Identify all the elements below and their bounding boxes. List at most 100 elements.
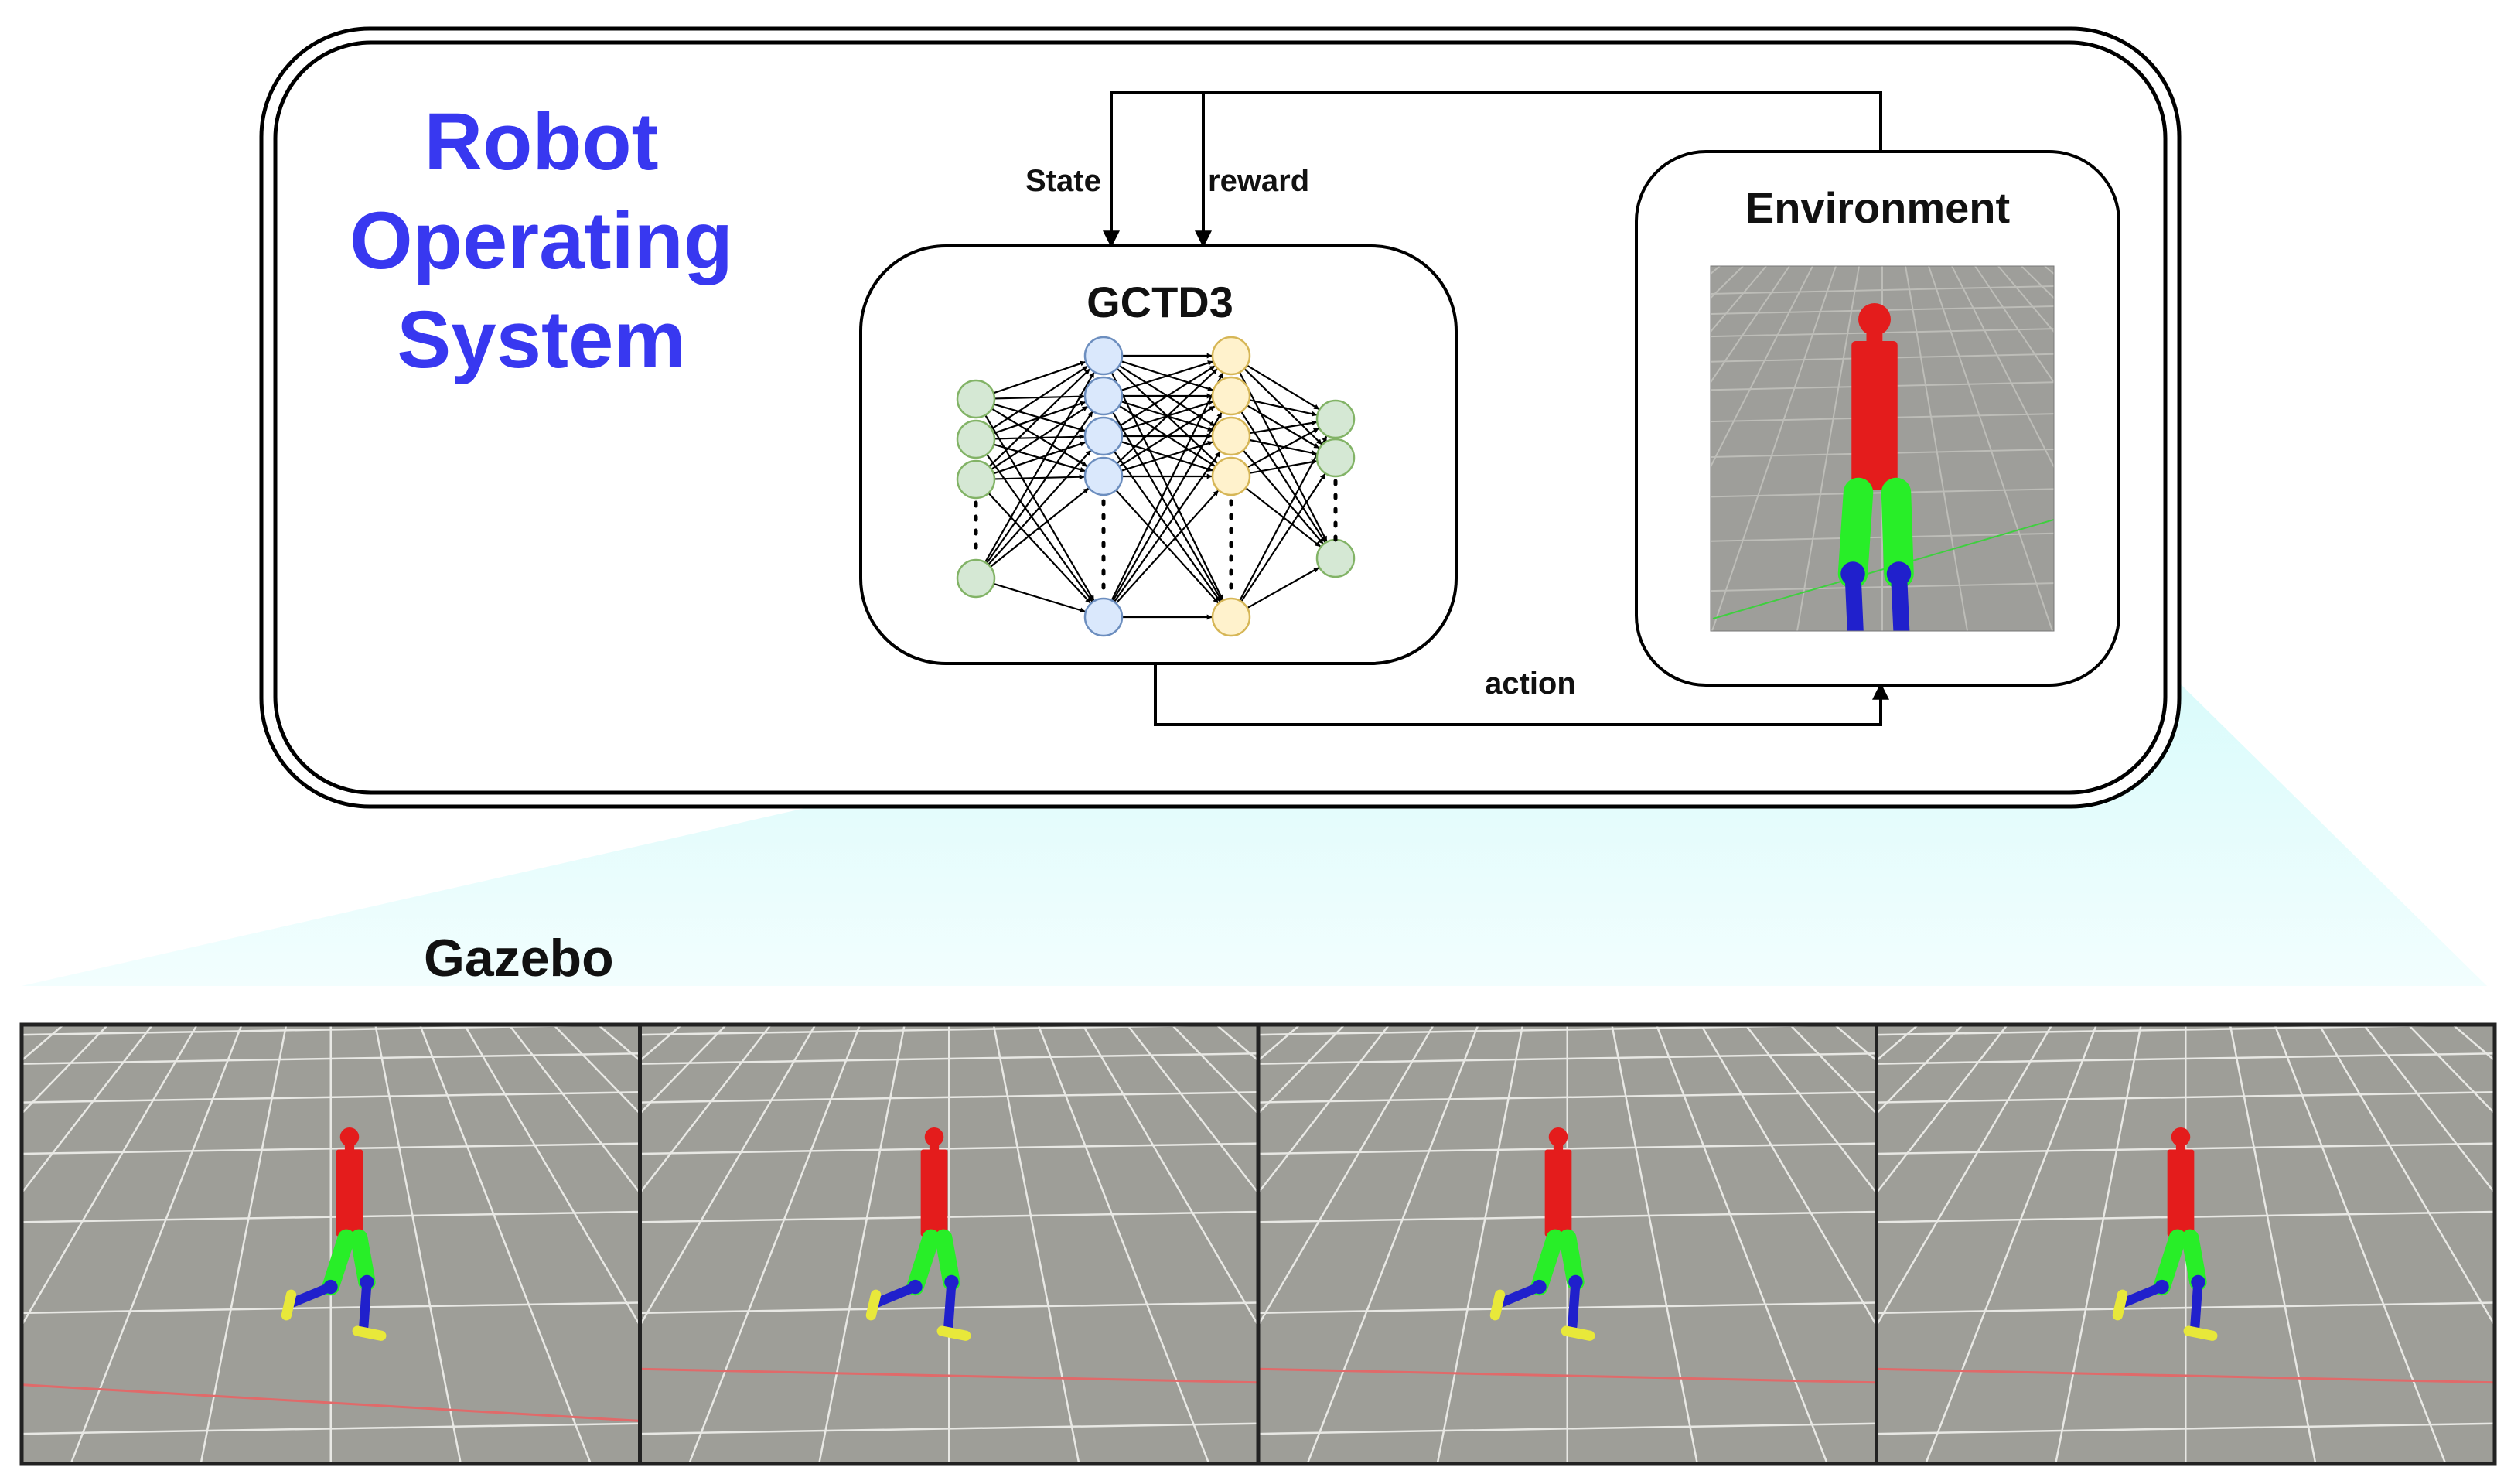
- robot-leg: [281, 1229, 356, 1321]
- robot-foot: [865, 1289, 882, 1321]
- network-node: [1211, 597, 1251, 637]
- network-edge: [985, 411, 1093, 564]
- robot-foot: [1561, 1325, 1595, 1341]
- grid-line: [1876, 1301, 2495, 1315]
- network-edge: [1246, 364, 1320, 410]
- robot-model: [1489, 1127, 1595, 1341]
- grid-line: [687, 1025, 861, 1464]
- robot-shin: [359, 1277, 372, 1332]
- grid-line: [6, 1002, 656, 1013]
- grid-line: [1711, 266, 1790, 384]
- grid-line: [1876, 1052, 2495, 1065]
- grid-line: [1214, 1025, 1258, 1063]
- robot-leg: [2182, 1229, 2218, 1341]
- robot-thigh: [350, 1229, 376, 1291]
- robot-thigh: [935, 1229, 960, 1291]
- grid-line: [1243, 1002, 1892, 1013]
- grid-line: [22, 1142, 640, 1155]
- network-node: [1211, 336, 1251, 376]
- network-edge: [988, 492, 1091, 604]
- grid-line: [640, 1422, 1258, 1435]
- robot-foot: [2112, 1289, 2128, 1321]
- ros-title-line: System: [397, 295, 686, 385]
- robot-model: [1837, 303, 1914, 631]
- gazebo-frame: [6, 1002, 656, 1466]
- grid-line: [1711, 532, 2054, 542]
- robot-shin: [1844, 565, 1864, 631]
- grid-line: [1711, 266, 1813, 469]
- grid-line: [1258, 1025, 1390, 1195]
- network-edge: [1247, 567, 1319, 609]
- grid-line: [640, 1025, 684, 1063]
- robot-foot: [936, 1325, 971, 1341]
- robot-leg: [350, 1229, 387, 1341]
- network-edge: [1118, 405, 1216, 468]
- grid-line: [1833, 1025, 1877, 1063]
- gazebo-scene: [1243, 1002, 1892, 1464]
- robot-torso: [1851, 341, 1898, 490]
- robot-model: [2112, 1127, 2218, 1341]
- robot-foot: [1489, 1289, 1506, 1321]
- ros-title: Robot Operating System: [275, 93, 808, 390]
- grid-line: [22, 1025, 199, 1328]
- robot-thigh: [322, 1229, 356, 1296]
- x-axis-line: [22, 1383, 640, 1422]
- grid-line: [1861, 1002, 2504, 1013]
- network-edge: [1249, 399, 1318, 417]
- grid-line: [22, 1090, 640, 1104]
- network-edge: [1115, 490, 1220, 604]
- gazebo-scene: [6, 1002, 656, 1464]
- robot-model: [281, 1127, 387, 1341]
- gazebo-frame: [1861, 1002, 2504, 1466]
- network-node: [956, 379, 996, 419]
- grid-line: [1306, 1025, 1479, 1464]
- grid-line: [640, 1025, 773, 1195]
- frame-border: [1875, 1022, 2497, 1466]
- robot-knee: [2154, 1279, 2169, 1295]
- robot-knee: [1840, 561, 1865, 586]
- network-edge: [1110, 372, 1224, 601]
- robot-shin: [943, 1277, 957, 1332]
- x-axis-line: [1876, 1367, 2495, 1384]
- network-edge: [993, 441, 1086, 475]
- network-edge: [990, 487, 1090, 568]
- network-node: [1083, 416, 1124, 456]
- network-edge: [1247, 404, 1320, 449]
- network-edge: [993, 360, 1086, 394]
- ros-container-inner-border: [273, 40, 2168, 795]
- gazebo-frame: [625, 986, 1274, 1466]
- grid-line: [625, 986, 1274, 997]
- network-node: [1315, 399, 1356, 439]
- grid-line: [1876, 1025, 2009, 1195]
- grid-line: [1876, 1090, 2495, 1104]
- grid-line: [551, 1025, 640, 1115]
- network-edge: [984, 372, 1095, 563]
- environment-preview: [1711, 266, 2054, 631]
- grid-line: [1788, 1025, 1877, 1115]
- x-axis-line: [640, 1367, 1258, 1384]
- state-reward-line: [1103, 91, 1882, 248]
- network-edge: [1240, 473, 1326, 602]
- robot-thigh: [1881, 477, 1914, 589]
- grid-line: [2407, 1025, 2495, 1115]
- grid-line: [1876, 1025, 1965, 1115]
- grid-line: [1876, 1025, 1920, 1063]
- robot-leg: [1489, 1229, 1564, 1321]
- gazebo-scene: [625, 986, 1274, 1464]
- grid-line: [1951, 266, 2054, 469]
- grid-line: [1905, 266, 1968, 631]
- grid-line: [1928, 266, 2053, 631]
- network-edge: [1240, 411, 1326, 543]
- grid-line: [640, 1142, 1258, 1155]
- robot-shin: [2190, 1277, 2203, 1332]
- grid-line: [1081, 1025, 1258, 1328]
- grid-line: [1711, 266, 1767, 333]
- robot-leg: [1881, 477, 1914, 631]
- robot-foot: [2183, 1325, 2218, 1341]
- environment-title: Environment: [1745, 183, 2011, 232]
- grid-line: [22, 1422, 640, 1435]
- gazebo-title: Gazebo: [424, 929, 614, 988]
- neural-network: [956, 336, 1356, 637]
- network-node: [956, 558, 996, 599]
